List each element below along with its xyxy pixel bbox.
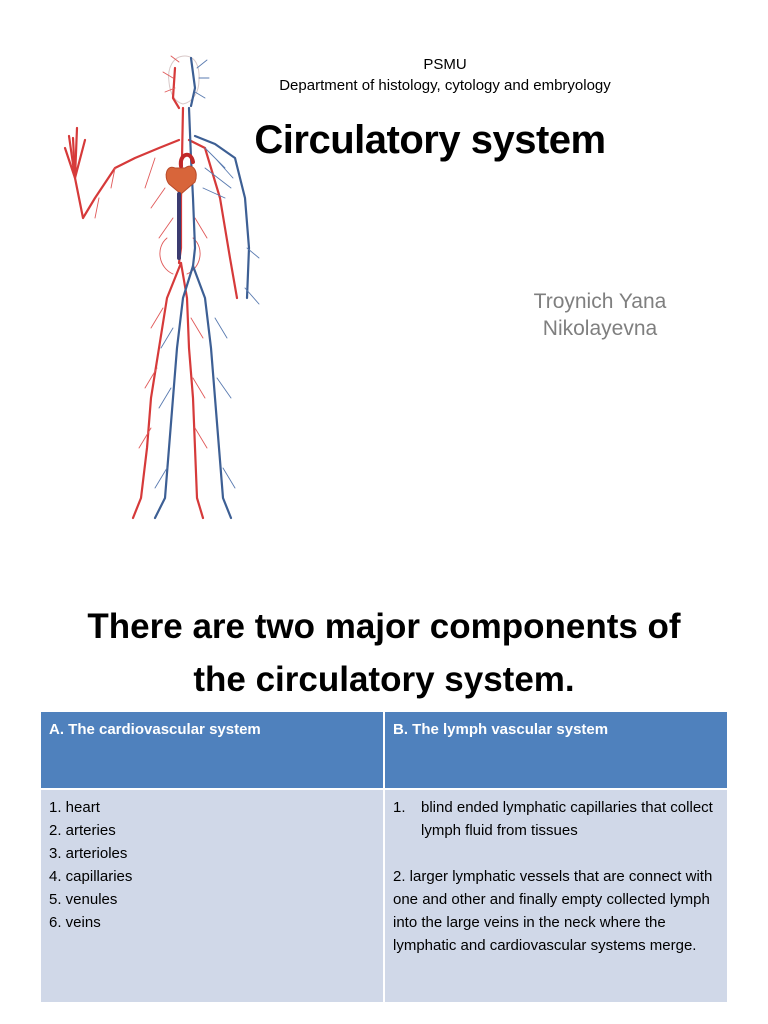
institution-header: PSMU Department of histology, cytology a… [230, 54, 660, 96]
cardiovascular-list: 1. heart 2. arteries 3. arterioles 4. ca… [49, 796, 375, 934]
author-name: Troynich Yana Nikolayevna [470, 288, 730, 342]
table-row: 1. heart 2. arteries 3. arterioles 4. ca… [39, 788, 729, 1004]
table-header-row: A. The cardiovascular system B. The lymp… [39, 710, 729, 790]
lymph-item-1-number: 1. [393, 799, 406, 816]
list-item: 3. arterioles [49, 845, 128, 862]
department-name: Department of histology, cytology and em… [279, 77, 611, 94]
author-line-2: Nikolayevna [542, 317, 658, 340]
title-slide: PSMU Department of histology, cytology a… [63, 54, 730, 520]
institution-name: PSMU [423, 56, 467, 73]
list-item: 1. heart [49, 799, 100, 816]
list-item: 2. arteries [49, 822, 116, 839]
lymph-item-2: 2. larger lymphatic vessels that are con… [393, 868, 713, 954]
list-item: 4. capillaries [49, 868, 133, 885]
lymph-cell: 1. blind ended lymphatic capillaries tha… [383, 788, 729, 1004]
author-line-1: Troynich Yana [533, 290, 667, 313]
components-slide: There are two major components of the ci… [0, 560, 768, 1024]
headline-line-2: the circulatory system. [193, 660, 575, 699]
list-item: 5. venules [49, 891, 118, 908]
header-lymph-vascular: B. The lymph vascular system [383, 710, 729, 790]
slide-title: Circulatory system [254, 118, 606, 162]
cardiovascular-cell: 1. heart 2. arteries 3. arterioles 4. ca… [39, 788, 385, 1004]
circulatory-system-figure-icon [63, 55, 260, 520]
components-table: A. The cardiovascular system B. The lymp… [39, 710, 729, 1004]
list-item: 6. veins [49, 914, 101, 931]
lymph-item-1: 1. blind ended lymphatic capillaries tha… [393, 796, 719, 842]
lymph-item-1-text: blind ended lymphatic capillaries that c… [421, 799, 713, 839]
header-cardiovascular: A. The cardiovascular system [39, 710, 385, 790]
headline-line-1: There are two major components of [87, 607, 681, 646]
slide-headline: There are two major components of the ci… [30, 600, 738, 706]
